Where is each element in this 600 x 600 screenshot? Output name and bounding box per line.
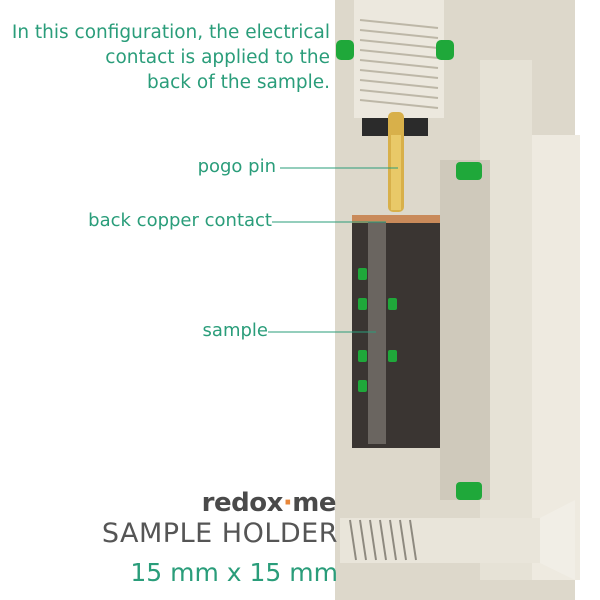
configuration-description: In this configuration, the electrical co… [6, 20, 330, 95]
intro-line-2: contact is applied to the [105, 47, 330, 68]
top-screw-threads [359, 19, 439, 109]
side-oring-bottom [456, 482, 482, 500]
cavity [352, 218, 442, 448]
sample-orings [358, 268, 397, 392]
sample [368, 222, 386, 444]
side-oring-top [456, 162, 482, 180]
pogo-pin-label: pogo pin [197, 156, 276, 177]
brand-logo: redox·me [201, 488, 337, 518]
bottom-screw-threads [349, 519, 417, 561]
intro-line-1: In this configuration, the electrical [11, 22, 330, 43]
back-copper-contact-label: back copper contact [88, 210, 272, 231]
back-copper-contact [352, 215, 442, 223]
logo-dot: · [282, 488, 293, 518]
sample-label: sample [202, 320, 268, 341]
top-oring-right [436, 40, 454, 60]
right-channel [440, 160, 490, 500]
product-title: SAMPLE HOLDER [101, 518, 338, 549]
top-oring-left [336, 40, 354, 60]
logo-right: me [292, 488, 336, 518]
logo-left: redox [201, 488, 284, 518]
top-screw-shaft [354, 0, 444, 118]
product-size: 15 mm x 15 mm [130, 558, 338, 587]
bottom-screw-head [540, 500, 575, 580]
intro-line-3: back of the sample. [147, 72, 330, 93]
